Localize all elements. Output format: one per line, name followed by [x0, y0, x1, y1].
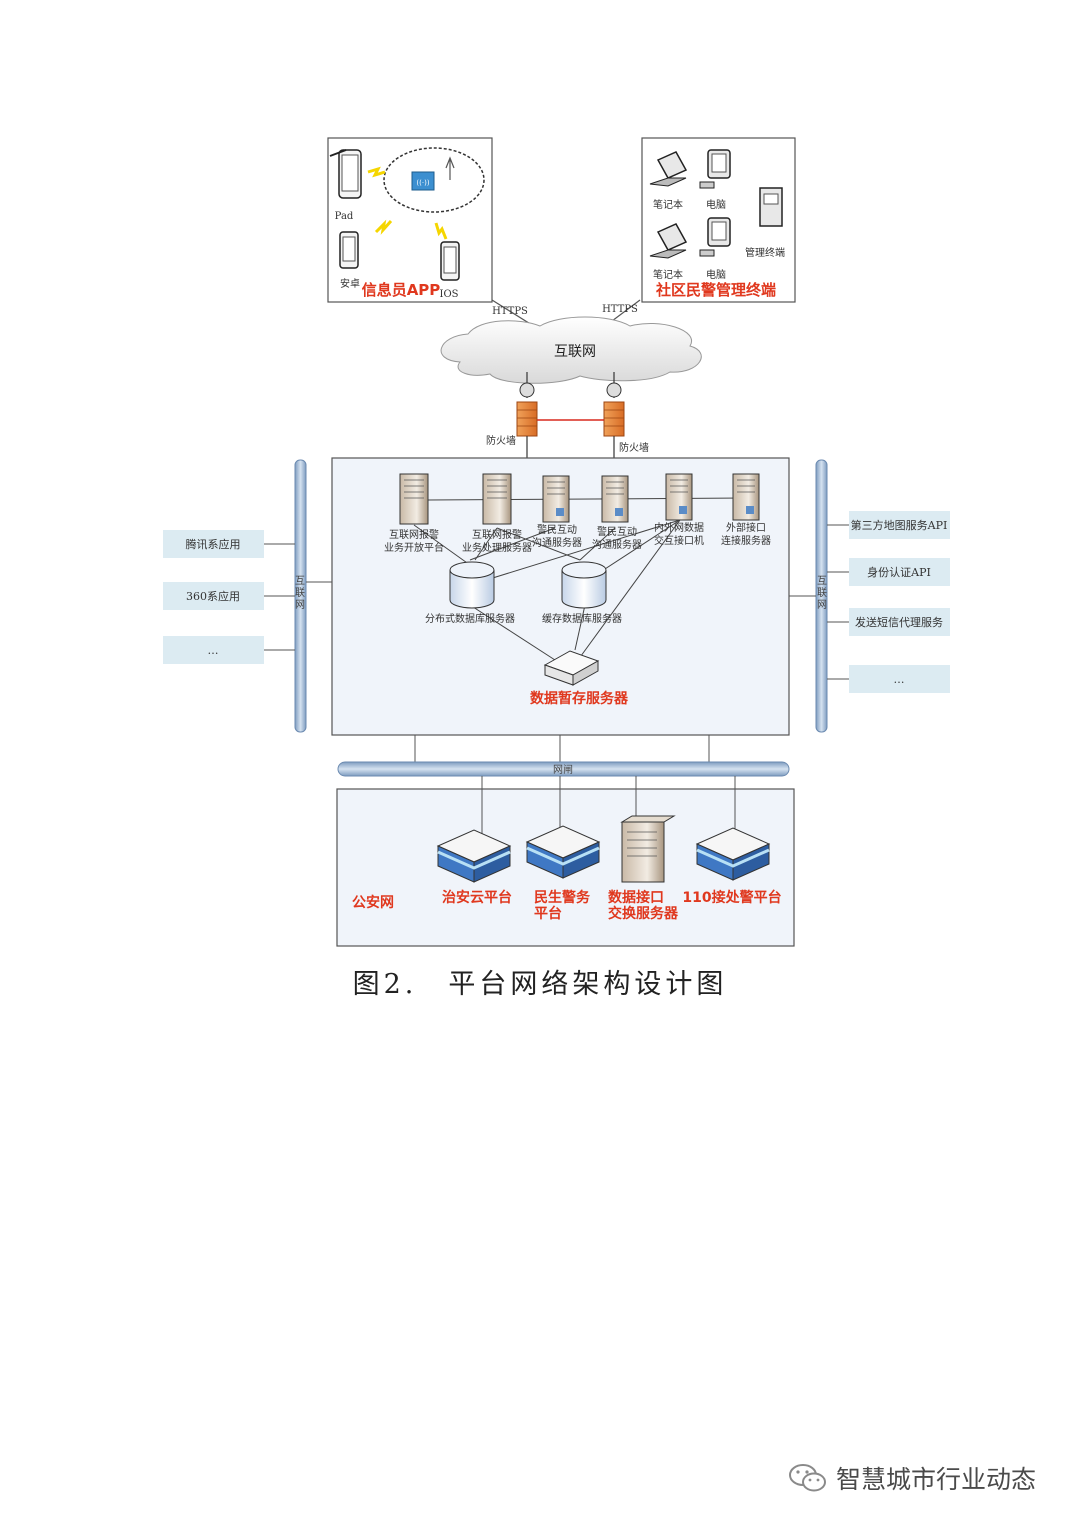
- right-service-box: [849, 558, 950, 586]
- https-label-right: HTTPS: [602, 304, 638, 315]
- svg-text:联: 联: [817, 587, 827, 599]
- figure-caption: 图2. 平台网络架构设计图: [352, 969, 728, 1000]
- network-architecture-diagram: ((·)) Pad 安卓 IOS 信息员APP: [163, 137, 950, 947]
- server-label: 互联网报警: [472, 528, 522, 541]
- right-service-box: [849, 665, 950, 693]
- left-bus-label: 互 联 网: [295, 575, 305, 611]
- right-service-box: [849, 608, 950, 636]
- left-app-label: 360系应用: [186, 589, 240, 603]
- database-icon: [449, 561, 495, 609]
- server-icon: [542, 475, 570, 523]
- android-label: 安卓: [340, 277, 360, 290]
- android-phone-icon: [339, 231, 359, 269]
- right-service-label: …: [894, 673, 905, 686]
- server-icon: [732, 473, 760, 521]
- svg-text:互: 互: [817, 575, 827, 587]
- platform-label: 治安云平台: [442, 889, 512, 906]
- server-label: 互联网报警: [389, 528, 439, 541]
- platform-block-icon: [436, 829, 512, 883]
- server-icon: [601, 475, 629, 523]
- platform-label: 民生警务: [534, 889, 591, 906]
- laptop-label: 笔记本: [653, 198, 683, 211]
- firewall-icon: [603, 401, 625, 437]
- router-icon: [519, 382, 535, 398]
- platform-label: 110接处警平台: [682, 889, 781, 906]
- svg-text:互: 互: [295, 575, 305, 587]
- server-label: 连接服务器: [721, 534, 771, 547]
- ios-label: IOS: [440, 289, 459, 300]
- wechat-icon: [789, 1464, 826, 1492]
- svg-text:联: 联: [295, 587, 305, 599]
- server-label: 警民互动: [537, 523, 577, 536]
- right-service-label: 第三方地图服务API: [851, 518, 948, 532]
- pc-label: 电脑: [706, 268, 726, 281]
- wifi-router-icon: [411, 171, 435, 191]
- laptop-icon: [649, 223, 688, 259]
- mgmt-terminal-label: 管理终端: [745, 246, 785, 259]
- left-app-label: 腾讯系应用: [186, 537, 241, 551]
- pad-icon: [329, 149, 362, 199]
- firewall-label-left: 防火墙: [486, 434, 516, 447]
- police-terminal-title: 社区民警管理终端: [655, 281, 776, 299]
- server-label: 内外网数据: [654, 521, 704, 534]
- desktop-pc-icon: [699, 217, 731, 257]
- mobile-app-title: 信息员APP: [362, 281, 441, 299]
- left-app-box: [163, 530, 264, 558]
- left-app-box: [163, 636, 264, 664]
- laptop-icon: [649, 151, 688, 187]
- server-label: 警民互动: [597, 525, 637, 538]
- storage-server-icon: [543, 650, 600, 686]
- lightning-icon: [374, 219, 393, 235]
- management-terminal-icon: [759, 187, 783, 227]
- server-label: 业务开放平台: [384, 541, 444, 554]
- server-icon: [482, 473, 512, 525]
- police-terminal-group: 笔记本 电脑 笔记本 电脑 管理终端 社区民警管理终端: [641, 137, 796, 303]
- right-bus-label: 互 联 网: [817, 575, 827, 611]
- watermark-text: 智慧城市行业动态: [836, 1465, 1037, 1494]
- server-label: 沟通服务器: [592, 538, 642, 551]
- right-service-box: [849, 511, 950, 539]
- desktop-pc-icon: [699, 149, 731, 189]
- right-service-label: 身份认证API: [867, 565, 931, 579]
- right-service-label: 发送短信代理服务: [855, 615, 943, 629]
- server-icon: [665, 473, 693, 521]
- firewall-label-right: 防火墙: [619, 441, 649, 454]
- storage-label: 数据暂存服务器: [530, 690, 629, 707]
- internet-label: 互联网: [554, 344, 596, 360]
- server-label: 交互接口机: [654, 534, 704, 547]
- lightning-icon: [367, 166, 386, 178]
- server-label: 业务处理服务器: [462, 541, 532, 554]
- svg-text:((·)): ((·)): [416, 179, 429, 187]
- pc-label: 电脑: [706, 198, 726, 211]
- platform-block-icon: [695, 827, 771, 881]
- platform-label: 数据接口: [608, 889, 664, 906]
- police-net-label: 公安网: [352, 894, 394, 911]
- gateway-bus: [337, 761, 790, 777]
- firewall-icon: [516, 401, 538, 437]
- server-label: 外部接口: [726, 521, 766, 534]
- db-cache-label: 缓存数据库服务器: [542, 612, 622, 625]
- server-icon: [620, 815, 676, 883]
- gateway-bus-label: 网闸: [553, 763, 573, 776]
- internet-cloud: 互联网: [440, 316, 702, 384]
- svg-text:网: 网: [817, 599, 827, 611]
- router-icon: [606, 382, 622, 398]
- watermark: 智慧城市行业动态: [788, 1456, 1036, 1500]
- db-distributed-label: 分布式数据库服务器: [425, 612, 515, 625]
- server-label: 沟通服务器: [532, 536, 582, 549]
- platform-label: 平台: [534, 905, 562, 922]
- pad-label: Pad: [335, 211, 354, 222]
- platform-label: 交换服务器: [608, 905, 679, 922]
- platform-block-icon: [525, 825, 601, 879]
- left-app-box: [163, 582, 264, 610]
- svg-text:网: 网: [295, 599, 305, 611]
- mobile-app-group: ((·)) Pad 安卓 IOS 信息员APP: [327, 137, 493, 303]
- https-label-left: HTTPS: [492, 306, 528, 317]
- database-icon: [561, 561, 607, 609]
- left-app-label: …: [208, 644, 219, 657]
- server-icon: [399, 473, 429, 525]
- ios-phone-icon: [440, 241, 460, 281]
- lightning-icon: [434, 222, 448, 240]
- laptop-label: 笔记本: [653, 268, 683, 281]
